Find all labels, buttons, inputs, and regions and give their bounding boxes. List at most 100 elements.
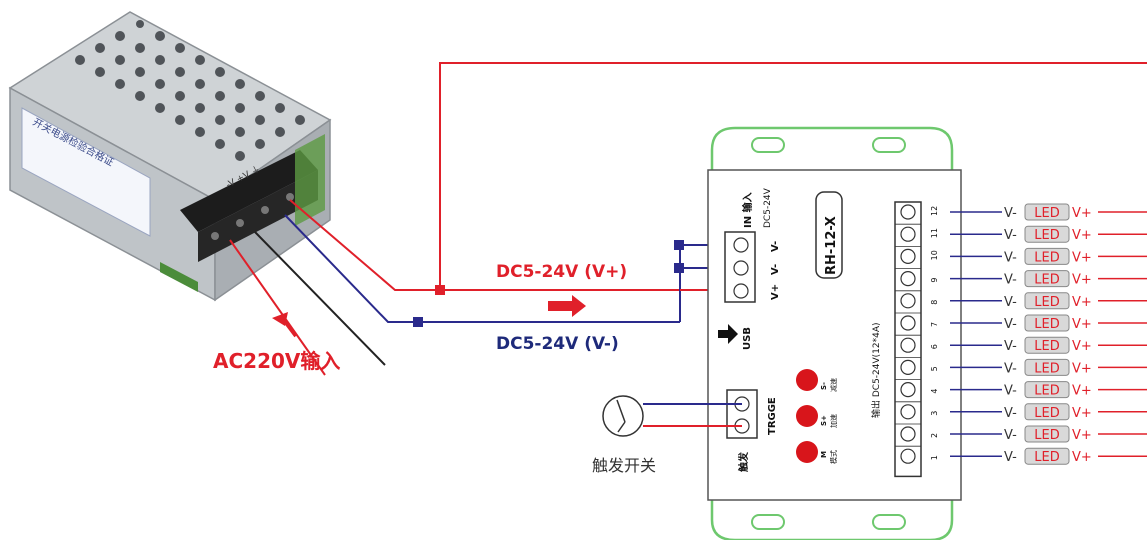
output-label: 输出 DC5-24V(12*4A) xyxy=(870,322,882,418)
led-strip-box xyxy=(1024,292,1070,310)
output-screw xyxy=(900,293,916,309)
led-label: LED xyxy=(1034,450,1059,465)
input-pin-v-minus-1: V- xyxy=(770,264,781,275)
led-label: LED xyxy=(1034,206,1059,221)
positive-bus-wire xyxy=(439,62,1147,290)
led-strip-box xyxy=(1024,336,1070,354)
led-plus-label: V+ xyxy=(1072,228,1092,243)
channel-number: 3 xyxy=(930,411,939,416)
channel-number: 12 xyxy=(930,206,939,216)
led-strip-box xyxy=(1024,203,1070,221)
led-minus-label: V- xyxy=(1004,317,1017,332)
led-label: LED xyxy=(1034,339,1059,354)
led-strip-box xyxy=(1024,247,1070,265)
led-strip-box xyxy=(1024,314,1070,332)
negative-wire-label: DC5-24V (V-) xyxy=(496,334,619,354)
led-strip-box xyxy=(1024,425,1070,443)
led-minus-label: V- xyxy=(1004,206,1017,221)
led-strip-box xyxy=(1024,358,1070,376)
output-screw xyxy=(900,204,916,220)
output-screw xyxy=(900,271,916,287)
speed-up-button[interactable]: S+ 加速 xyxy=(796,405,838,428)
input-voltage: DC5-24V xyxy=(763,187,773,228)
dc-negative-wire xyxy=(284,214,680,323)
power-supply: 开关电源检验合格证 -V +V ⏚ xyxy=(8,11,332,302)
channel-number: 4 xyxy=(930,389,939,394)
power-flow-arrow xyxy=(548,295,586,317)
led-plus-label: V+ xyxy=(1072,273,1092,288)
led-plus-label: V+ xyxy=(1072,450,1092,465)
led-plus-label: V+ xyxy=(1072,361,1092,376)
output-screw xyxy=(900,337,916,353)
ac-input-label: AC220V输入 xyxy=(213,349,340,373)
trigger-switch xyxy=(602,395,644,437)
output-screw xyxy=(900,315,916,331)
positive-wire-label: DC5-24V (V+) xyxy=(496,262,627,282)
led-minus-label: V- xyxy=(1004,228,1017,243)
channel-number: 5 xyxy=(930,366,939,371)
led-minus-label: V- xyxy=(1004,406,1017,421)
usb-arrow-icon xyxy=(718,324,738,344)
input-pin-v-minus-2: V- xyxy=(770,241,781,252)
led-channels: V- LED V+ V- LED V+ V- LED V+ V- LED V+ V- LED V+ V- LED… xyxy=(950,203,1147,465)
channel-number: 11 xyxy=(930,228,939,238)
ac-wire-red xyxy=(229,239,326,376)
dc-positive-wire xyxy=(289,199,680,291)
led-label: LED xyxy=(1034,228,1059,243)
led-plus-label: V+ xyxy=(1072,250,1092,265)
led-plus-label: V+ xyxy=(1072,206,1092,221)
led-minus-label: V- xyxy=(1004,295,1017,310)
input-title: IN 输入 xyxy=(741,192,754,228)
led-minus-label: V- xyxy=(1004,339,1017,354)
trigger-cn-label: 触发 xyxy=(737,451,750,473)
mode-cn: 模式 xyxy=(829,450,838,464)
led-strip-box xyxy=(1024,381,1070,399)
led-plus-label: V+ xyxy=(1072,428,1092,443)
speed-down-cn: 减速 xyxy=(829,378,838,392)
channel-number: 10 xyxy=(930,250,939,260)
led-label: LED xyxy=(1034,317,1059,332)
led-strip-box xyxy=(1024,270,1070,288)
channel-number: 7 xyxy=(930,322,939,327)
output-screw xyxy=(900,226,916,242)
led-label: LED xyxy=(1034,250,1059,265)
led-label: LED xyxy=(1034,406,1059,421)
led-strip-box xyxy=(1024,225,1070,243)
led-label: LED xyxy=(1034,361,1059,376)
mode-button[interactable]: M 模式 xyxy=(796,441,838,464)
led-minus-label: V- xyxy=(1004,428,1017,443)
usb-label: USB xyxy=(742,327,753,350)
trigger-terminal-label: TRGGE xyxy=(767,397,778,435)
led-minus-label: V- xyxy=(1004,250,1017,265)
mode-key: M xyxy=(820,451,828,458)
channel-number: 6 xyxy=(930,344,939,349)
ac-wire-black xyxy=(254,231,386,366)
led-minus-label: V- xyxy=(1004,273,1017,288)
led-label: LED xyxy=(1034,273,1059,288)
output-screw xyxy=(900,426,916,442)
trigger-switch-label: 触发开关 xyxy=(592,456,656,475)
speed-down-button[interactable]: S- 减速 xyxy=(796,369,838,392)
output-screw xyxy=(900,359,916,375)
led-minus-label: V- xyxy=(1004,361,1017,376)
led-strip-box xyxy=(1024,447,1070,465)
led-plus-label: V+ xyxy=(1072,317,1092,332)
channel-number: 8 xyxy=(930,300,939,305)
input-pin-v-plus: V+ xyxy=(770,284,781,300)
led-plus-label: V+ xyxy=(1072,339,1092,354)
led-strip-box xyxy=(1024,403,1070,421)
output-screw xyxy=(900,248,916,264)
led-label: LED xyxy=(1034,384,1059,399)
led-plus-label: V+ xyxy=(1072,406,1092,421)
led-label: LED xyxy=(1034,295,1059,310)
channel-number: 9 xyxy=(930,278,939,283)
output-screw xyxy=(900,382,916,398)
channel-number: 1 xyxy=(930,455,939,460)
led-plus-label: V+ xyxy=(1072,295,1092,310)
output-screw xyxy=(900,448,916,464)
led-minus-label: V- xyxy=(1004,384,1017,399)
led-minus-label: V- xyxy=(1004,450,1017,465)
speed-down-key: S- xyxy=(820,382,828,390)
